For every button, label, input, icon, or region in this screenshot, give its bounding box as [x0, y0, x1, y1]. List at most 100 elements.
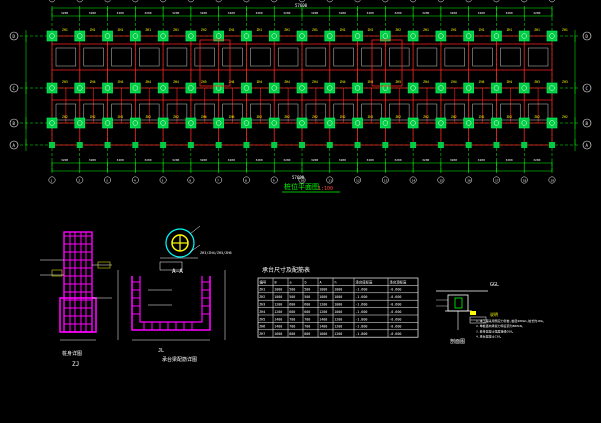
pile [493, 85, 500, 91]
axis-bubble [243, 0, 250, 3]
pile-cap-small [465, 142, 472, 148]
pile-cap-label: ZH4 [229, 80, 235, 84]
table-cell: 700 [289, 317, 295, 321]
pile [271, 120, 277, 126]
ground-beam-outline [222, 47, 243, 67]
pile [49, 120, 55, 126]
ground-beam-outline [277, 47, 299, 67]
pile-cap-label: ZH1 [312, 28, 318, 32]
pile-cap-label: ZH2 [451, 115, 457, 119]
span-dim: 3200 [89, 158, 96, 162]
span-dim: 3200 [228, 11, 235, 15]
axis-number: 1 [51, 179, 53, 183]
pile-cap-label: ZH4 [256, 80, 262, 84]
pile-cap [380, 30, 391, 42]
axis-bubble [76, 0, 83, 3]
pile [77, 33, 83, 39]
note-line: 4.承台混凝土C30。 [476, 334, 503, 339]
pile-cap-small [104, 142, 111, 148]
table-cell: 1000 [274, 295, 282, 299]
pile-cap-label: ZH4 [284, 80, 290, 84]
axis-bubble [437, 176, 445, 184]
pile [216, 120, 222, 126]
table-cell: 600 [304, 303, 310, 307]
pile [410, 85, 416, 91]
table-cell: -0.600 [389, 295, 401, 299]
axis-label-left: B [13, 121, 16, 126]
pile-cap [491, 82, 502, 94]
span-dim: 3200 [283, 11, 290, 15]
bottom-overall-dim: 57600 [292, 175, 305, 180]
axis-bubble [160, 0, 167, 3]
table-cell: 1200 [274, 310, 282, 314]
axis-number: 12 [356, 179, 360, 183]
axis-number: 3 [106, 179, 108, 183]
pile-cap [102, 82, 113, 94]
pile-cap [185, 117, 197, 129]
plan-scale: 1:100 [318, 186, 333, 192]
axis-label-right: C [586, 86, 589, 91]
ground-beam-outline [194, 47, 215, 67]
table-cell: 1600 [274, 332, 282, 336]
pile-cap [241, 30, 252, 42]
table-header-cell: h [335, 280, 337, 284]
axis-bubble [132, 0, 139, 3]
pile-cap-label: ZH4 [451, 80, 457, 84]
span-dim: 3200 [61, 11, 68, 15]
pile [271, 85, 277, 91]
table-cell: -1.800 [355, 325, 367, 329]
axis-bubble [382, 0, 389, 3]
span-dim: 3200 [255, 11, 262, 15]
ground-beam-outline [305, 47, 327, 67]
pile-cap-label: ZH4 [479, 80, 485, 84]
pile-cap [130, 117, 141, 129]
axis-bubble [159, 176, 167, 184]
pile-cap [296, 30, 308, 42]
ground-beam-outline [222, 103, 243, 121]
axis-bubble [548, 0, 556, 3]
span-dim: 3200 [172, 158, 179, 162]
pile-cap [435, 82, 447, 94]
pile [549, 85, 555, 91]
axis-bubble-left [9, 140, 19, 150]
pile [354, 85, 361, 91]
pile-cap-small [160, 142, 167, 148]
pile [299, 120, 305, 126]
axis-bubble [215, 0, 222, 3]
span-dim: 3200 [200, 158, 207, 162]
span-dim: 3200 [339, 158, 346, 162]
pile-cap [407, 82, 419, 94]
table-cell: 600 [304, 310, 310, 314]
ggl-detail-drawing [436, 290, 488, 330]
table-cell: ZH7 [259, 332, 265, 336]
axis-bubble [381, 176, 389, 184]
table-cell: 1200 [319, 310, 327, 314]
table-header-cell: 承台底标高 [356, 279, 374, 284]
pile-cap-small [354, 142, 361, 148]
span-dim: 3200 [117, 11, 124, 15]
pile-cap-label: ZH2 [368, 115, 374, 119]
pile-cap [213, 82, 224, 94]
span-dim: 3200 [283, 158, 290, 162]
span-dim: 3200 [255, 158, 262, 162]
table-cell: -1.600 [355, 303, 367, 307]
pile-cap-small [187, 142, 194, 148]
pile-cap-label: ZH2 [90, 115, 96, 119]
pile-cap-small [521, 142, 528, 148]
pile-detail-label: 桩身详图 [62, 350, 82, 357]
table-cell: 1200 [319, 303, 327, 307]
span-dim: 3200 [478, 11, 485, 15]
axis-bubble [76, 176, 84, 184]
pile-cap-label: ZH1 [229, 28, 235, 32]
axis-bubble [492, 176, 500, 184]
pile-cap-label: ZH2 [145, 115, 151, 119]
table-cell: ZH1 [259, 288, 265, 292]
table-cell: -0.600 [389, 303, 401, 307]
pile [466, 85, 472, 91]
pile-detail-drawing [40, 231, 112, 341]
ground-beam-outline [166, 47, 188, 67]
ground-beam-outline [333, 103, 354, 121]
table-cell: ZH6 [259, 325, 265, 329]
